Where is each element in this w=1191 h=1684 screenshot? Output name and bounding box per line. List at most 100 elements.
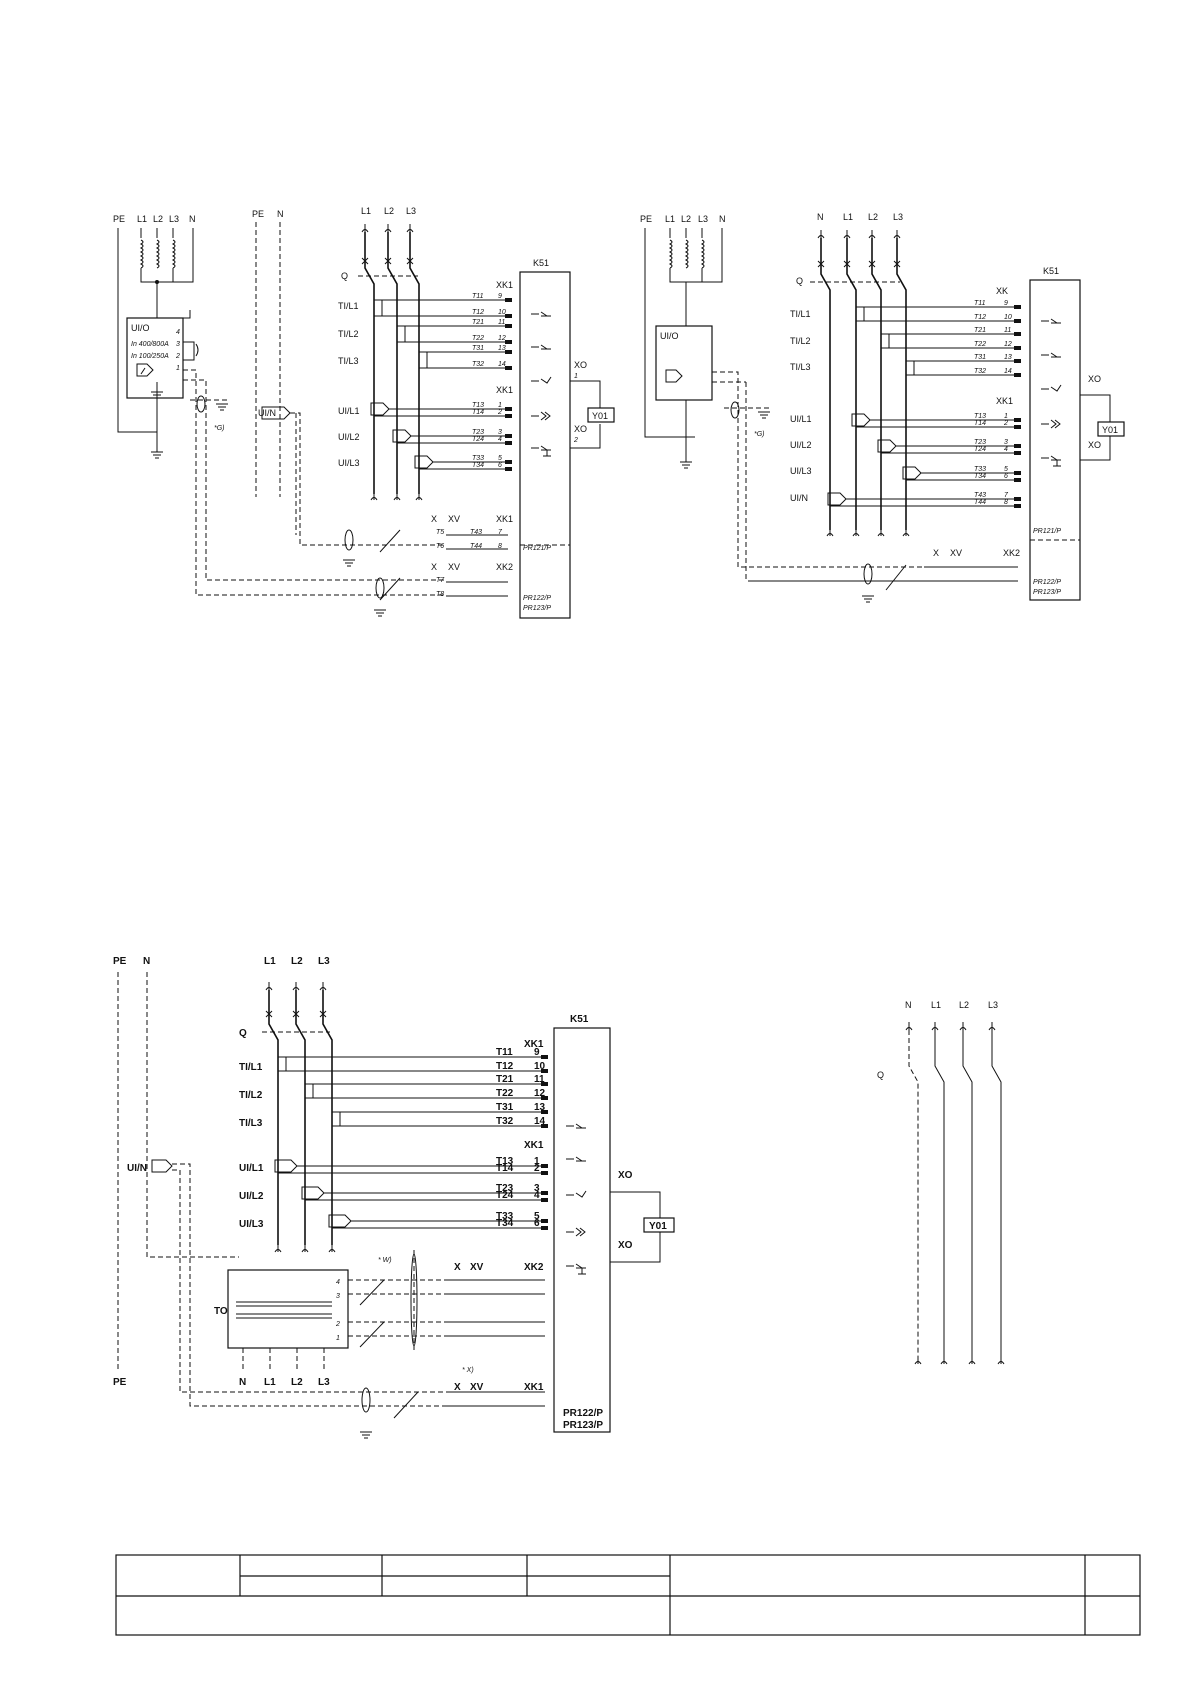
terminal-pin: 4 bbox=[498, 436, 502, 443]
svg-text:UI/O: UI/O bbox=[660, 331, 679, 341]
terminal-mark bbox=[505, 366, 512, 370]
svg-text:XV: XV bbox=[950, 548, 962, 558]
svg-text:XK2: XK2 bbox=[524, 1262, 544, 1273]
terminal-pin: 2 bbox=[497, 409, 502, 416]
uio-in-100: In 100/250A bbox=[131, 353, 169, 360]
svg-text:UI/L3: UI/L3 bbox=[790, 466, 812, 476]
terminal-pin: 12 bbox=[534, 1088, 546, 1099]
terminal-mark bbox=[541, 1069, 548, 1073]
svg-text:1: 1 bbox=[574, 373, 578, 380]
terminal-pin: 3 bbox=[498, 429, 502, 436]
svg-text:N: N bbox=[143, 956, 150, 967]
svg-text:1: 1 bbox=[176, 365, 180, 372]
svg-text:TI/L1: TI/L1 bbox=[790, 309, 811, 319]
terminal-label: T43 bbox=[974, 492, 986, 499]
uio-label: UI/O bbox=[131, 323, 150, 333]
label-l3: L3 bbox=[169, 214, 179, 224]
svg-text:XK1: XK1 bbox=[996, 396, 1013, 406]
terminal-pin: 5 bbox=[498, 455, 502, 462]
diagram-bottom-right: N L1 L2 L3 Q bbox=[877, 1000, 1005, 1365]
terminal-mark bbox=[1014, 346, 1021, 350]
terminal-mark bbox=[505, 414, 512, 418]
terminal-pin: 11 bbox=[1004, 327, 1011, 334]
label-n2: N bbox=[277, 209, 284, 219]
svg-text:1: 1 bbox=[336, 1335, 340, 1342]
svg-text:XK1: XK1 bbox=[496, 385, 513, 395]
terminal-pin: 14 bbox=[534, 1116, 546, 1127]
terminal-mark bbox=[505, 441, 512, 445]
label-pe2: PE bbox=[252, 209, 264, 219]
svg-text:Q: Q bbox=[796, 276, 803, 286]
terminal-pin: 6 bbox=[498, 462, 502, 469]
terminal-pin: 10 bbox=[498, 309, 506, 316]
terminal-label: T24 bbox=[472, 436, 484, 443]
label-pe: PE bbox=[113, 214, 125, 224]
svg-text:3: 3 bbox=[176, 341, 180, 348]
terminal-label: T14 bbox=[974, 420, 986, 427]
svg-text:PE: PE bbox=[113, 1377, 127, 1388]
svg-text:XV: XV bbox=[448, 514, 460, 524]
terminal-label: T31 bbox=[496, 1102, 514, 1113]
svg-text:Y01: Y01 bbox=[649, 1221, 667, 1232]
svg-text:2: 2 bbox=[175, 353, 180, 360]
svg-text:T7: T7 bbox=[436, 577, 445, 584]
terminal-mark bbox=[505, 460, 512, 464]
terminal-pin: 6 bbox=[1004, 473, 1008, 480]
svg-text:XK1: XK1 bbox=[524, 1140, 544, 1151]
svg-text:L3: L3 bbox=[698, 214, 708, 224]
yo1-coil bbox=[587, 407, 615, 423]
svg-text:L1: L1 bbox=[843, 212, 853, 222]
terminal-label: T23 bbox=[974, 439, 986, 446]
yo1-coil-r bbox=[1097, 421, 1125, 437]
label-n: N bbox=[189, 214, 196, 224]
terminal-label: T21 bbox=[974, 327, 986, 334]
svg-text:K51: K51 bbox=[1043, 266, 1059, 276]
svg-text:TI/L2: TI/L2 bbox=[790, 336, 811, 346]
terminal-label: T13 bbox=[496, 1156, 514, 1167]
svg-text:Y01: Y01 bbox=[1102, 425, 1118, 435]
svg-text:* W): * W) bbox=[378, 1257, 392, 1264]
terminal-label: T22 bbox=[496, 1088, 514, 1099]
svg-text:T8: T8 bbox=[436, 591, 444, 598]
svg-text:PR123/P: PR123/P bbox=[563, 1420, 603, 1431]
svg-text:UI/L1: UI/L1 bbox=[790, 414, 812, 424]
terminal-pin: 9 bbox=[534, 1047, 540, 1058]
svg-text:4: 4 bbox=[176, 329, 180, 336]
terminal-mark bbox=[541, 1171, 548, 1175]
svg-text:UI/L3: UI/L3 bbox=[338, 458, 360, 468]
terminal-mark bbox=[541, 1219, 548, 1223]
terminal-pin: 3 bbox=[1004, 439, 1008, 446]
terminal-pin: 9 bbox=[498, 293, 502, 300]
terminal-mark bbox=[505, 314, 512, 318]
svg-text:XV: XV bbox=[470, 1382, 484, 1393]
svg-text:Q: Q bbox=[239, 1028, 247, 1039]
svg-text:TI/L3: TI/L3 bbox=[790, 362, 811, 372]
uin-label: UI/N bbox=[258, 408, 276, 418]
svg-text:N: N bbox=[719, 214, 726, 224]
title-block bbox=[115, 1554, 1141, 1636]
svg-text:XK1: XK1 bbox=[524, 1039, 544, 1050]
svg-text:XK1: XK1 bbox=[496, 514, 513, 524]
terminal-pin: 1 bbox=[498, 402, 502, 409]
svg-text:7: 7 bbox=[498, 529, 503, 536]
terminal-label: T32 bbox=[496, 1116, 514, 1127]
breaker-q: Q bbox=[341, 271, 348, 281]
terminal-pin: 12 bbox=[1004, 341, 1012, 348]
svg-text:* X): * X) bbox=[462, 1367, 474, 1374]
terminal-pin: 1 bbox=[1004, 413, 1008, 420]
svg-text:TI/L1: TI/L1 bbox=[239, 1062, 263, 1073]
svg-text:PR123/P: PR123/P bbox=[1033, 589, 1061, 596]
terminal-mark bbox=[1014, 497, 1021, 501]
terminal-mark bbox=[1014, 332, 1021, 336]
svg-text:UI/L1: UI/L1 bbox=[338, 406, 360, 416]
terminal-mark bbox=[541, 1124, 548, 1128]
svg-text:XO: XO bbox=[618, 1240, 633, 1251]
terminal-mark bbox=[505, 407, 512, 411]
svg-text:L3: L3 bbox=[893, 212, 903, 222]
terminal-pin: 14 bbox=[1004, 368, 1012, 375]
mains-l1: L1 bbox=[361, 206, 371, 216]
diagram-top-left: PE L1 L2 L3 N UI/O In 400/800A In 100/25… bbox=[113, 206, 615, 619]
svg-text:K51: K51 bbox=[570, 1014, 589, 1025]
terminal-mark bbox=[541, 1055, 548, 1059]
svg-text:XK2: XK2 bbox=[496, 562, 513, 572]
